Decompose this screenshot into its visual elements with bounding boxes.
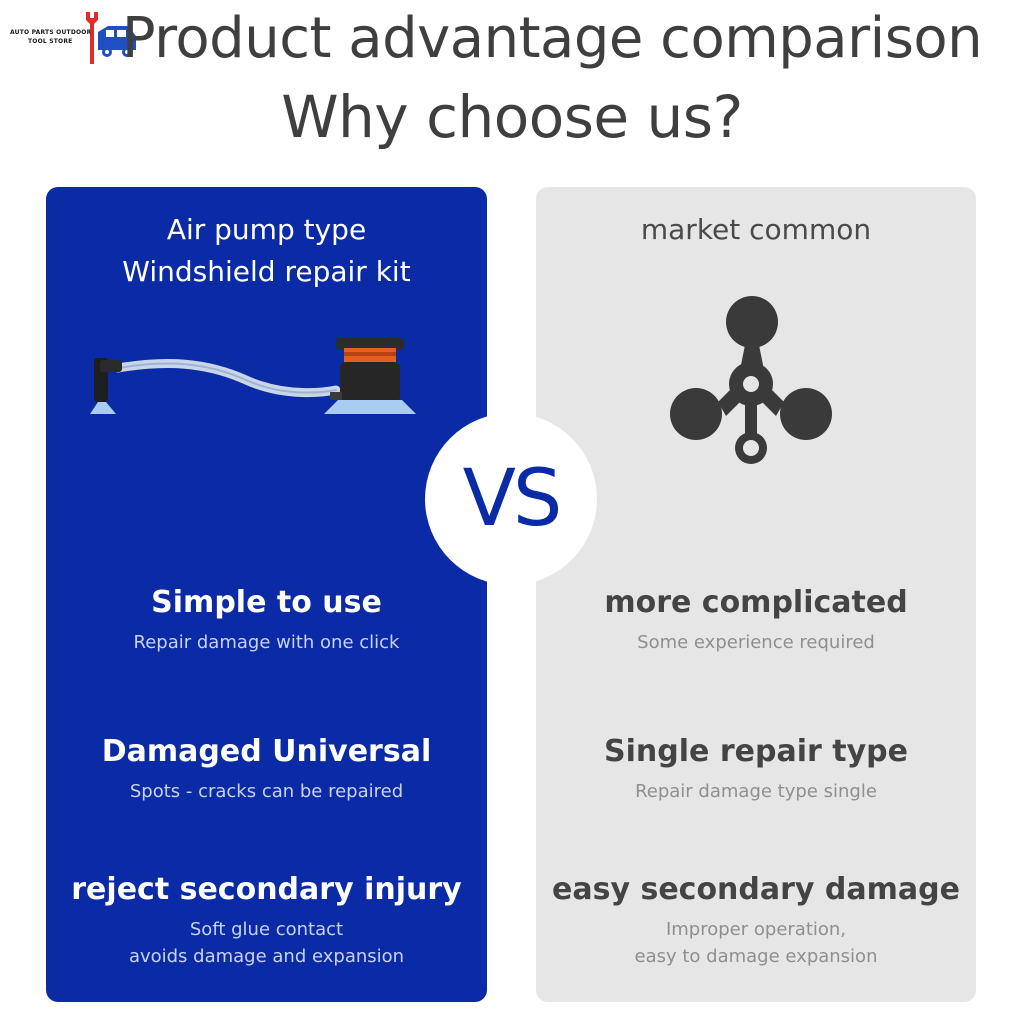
left-feature-1-description: Repair damage with one click bbox=[133, 632, 400, 653]
left-feature-2-description: Spots - cracks can be repaired bbox=[129, 781, 404, 802]
right-feature-3-heading: easy secondary damage bbox=[552, 872, 960, 907]
left-feature-1-heading: Simple to use bbox=[151, 585, 382, 620]
wrench-car-icon bbox=[86, 12, 136, 64]
left-panel-title: Air pump type Windshield repair kit bbox=[46, 209, 487, 293]
logo-text-line1: AUTO PARTS OUTDOOR bbox=[10, 29, 92, 36]
left-comparison-panel: Air pump type Windshield repair kit Simp… bbox=[46, 187, 487, 1002]
right-feature-3: easy secondary damage Improper operation… bbox=[536, 870, 976, 970]
left-feature-3-description-line1: Soft glue contact bbox=[189, 919, 344, 940]
air-pump-repair-kit-icon bbox=[90, 338, 416, 414]
right-feature-1-heading: more complicated bbox=[604, 585, 908, 620]
right-feature-1: more complicated Some experience require… bbox=[536, 583, 976, 656]
right-feature-3-description-line2: easy to damage expansion bbox=[634, 946, 878, 967]
left-feature-2: Damaged Universal Spots - cracks can be … bbox=[46, 732, 487, 805]
left-feature-3-heading: reject secondary injury bbox=[71, 872, 462, 907]
left-panel-title-line2: Windshield repair kit bbox=[122, 255, 411, 288]
left-feature-1: Simple to use Repair damage with one cli… bbox=[46, 583, 487, 656]
right-feature-1-description: Some experience required bbox=[637, 632, 875, 653]
left-feature-2-heading: Damaged Universal bbox=[101, 734, 432, 769]
right-panel-title: market common bbox=[640, 213, 872, 246]
versus-label: VS bbox=[462, 454, 563, 544]
page-subtitle: Why choose us? bbox=[281, 83, 743, 151]
left-feature-3-description: Soft glue contact avoids damage and expa… bbox=[46, 916, 487, 970]
page-title: Product advantage comparison bbox=[121, 6, 983, 71]
right-feature-2: Single repair type Repair damage type si… bbox=[536, 732, 976, 805]
right-feature-2-heading: Single repair type bbox=[604, 734, 908, 769]
right-feature-3-description-line1: Improper operation, bbox=[665, 919, 847, 940]
logo-text-line2: TOOL STORE bbox=[28, 38, 73, 45]
left-panel-title-line1: Air pump type bbox=[166, 213, 367, 246]
right-feature-3-description: Improper operation, easy to damage expan… bbox=[536, 916, 976, 970]
left-feature-3-description-line2: avoids damage and expansion bbox=[128, 946, 405, 967]
versus-badge: VS bbox=[425, 413, 597, 585]
tripod-repair-tool-icon bbox=[670, 296, 832, 464]
store-logo: AUTO PARTS OUTDOOR TOOL STORE bbox=[6, 6, 136, 66]
right-feature-2-description: Repair damage type single bbox=[635, 781, 877, 802]
left-feature-3: reject secondary injury Soft glue contac… bbox=[46, 870, 487, 970]
